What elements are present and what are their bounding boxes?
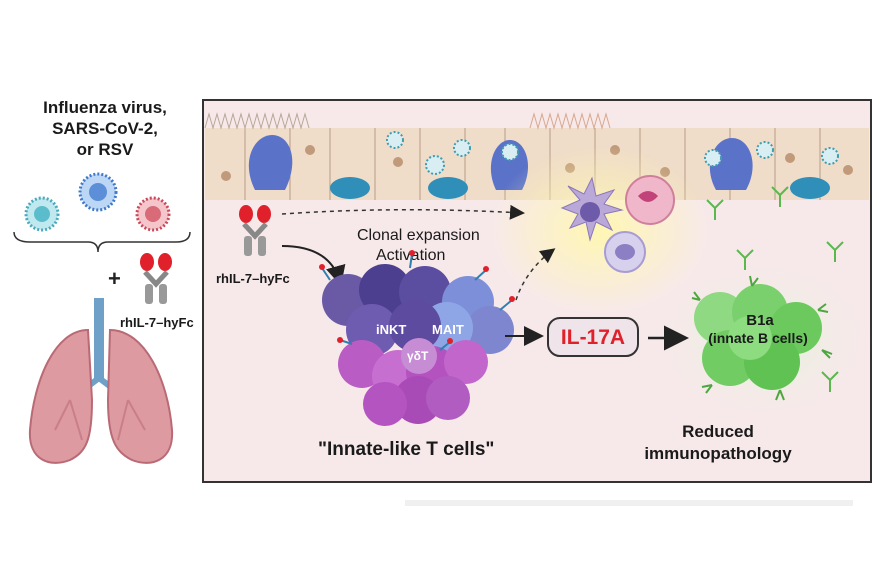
lungs-icon xyxy=(28,298,174,464)
bottom-divider xyxy=(405,500,853,506)
drug-antibody-left-icon xyxy=(140,253,172,304)
drug-antibody-center-icon xyxy=(239,205,271,256)
t-cell-gdt-label: γδT xyxy=(407,349,429,363)
virus-teal-icon xyxy=(24,196,60,232)
outcome-line1: Reduced xyxy=(682,422,754,441)
pathogen-rsv: or RSV xyxy=(76,140,134,159)
pathogen-list: Influenza virus, SARS-CoV-2, or RSV xyxy=(20,97,190,160)
t-cell-caption: "Innate-like T cells" xyxy=(318,439,494,460)
t-cell-mait-label: MAIT xyxy=(432,322,464,337)
pathogen-sars: SARS-CoV-2, xyxy=(52,119,158,138)
drug-label-center: rhIL-7–hyFc xyxy=(216,271,290,286)
process-line1: Clonal expansion xyxy=(357,227,480,244)
dotted-arrow-activation xyxy=(281,204,525,220)
grouping-bracket xyxy=(13,231,191,253)
plus-sign: + xyxy=(108,266,121,291)
drug-label-left: rhIL-7–hyFc xyxy=(120,315,194,330)
pathogen-influenza: Influenza virus, xyxy=(43,98,167,117)
outcome-line2: immunopathology xyxy=(644,444,792,463)
virus-red-icon xyxy=(135,196,171,232)
b-cell-line2: (innate B cells) xyxy=(708,330,808,346)
virus-blue-icon xyxy=(78,172,118,212)
cytokine-box xyxy=(547,317,639,357)
b-cell-line1: B1a xyxy=(746,312,774,329)
t-cell-cluster xyxy=(319,250,515,426)
t-cell-inkt-label: iNKT xyxy=(376,322,406,337)
cytokine-label: IL-17A xyxy=(561,326,625,349)
dotted-arrow-up xyxy=(515,248,556,301)
monocyte-icon xyxy=(604,231,646,273)
dendritic-cell-icon xyxy=(560,176,624,242)
b-cell-cluster xyxy=(691,275,833,401)
arrow-to-t-cells xyxy=(281,245,346,286)
neutrophil-icon xyxy=(625,175,675,225)
antibody-icons xyxy=(706,186,844,392)
